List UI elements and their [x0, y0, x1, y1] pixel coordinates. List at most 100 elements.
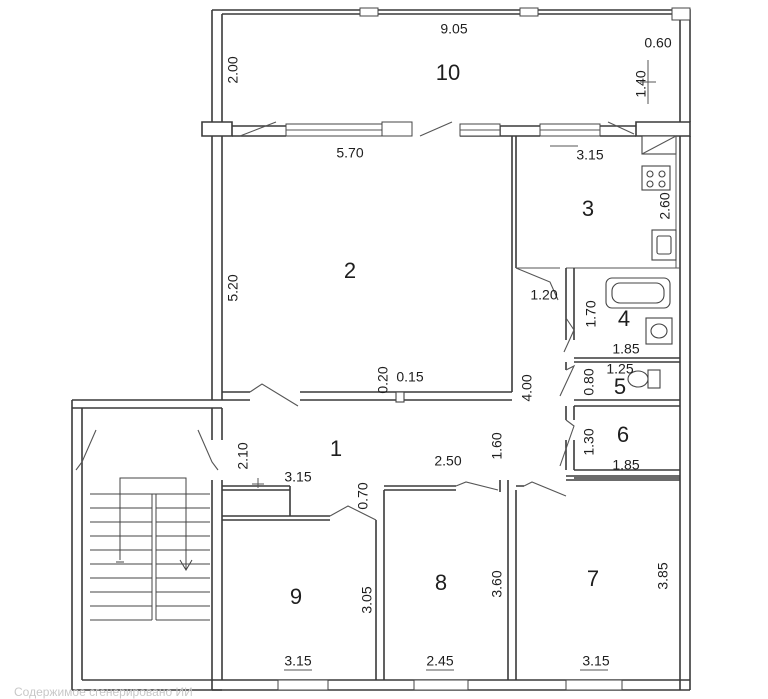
dim-room4-depth: 1.70 [583, 300, 599, 327]
wall-right-exterior [679, 136, 691, 690]
dim-room4-width: 1.85 [612, 341, 639, 357]
dim-notch-marker [640, 60, 656, 104]
room-9-number: 9 [290, 584, 302, 609]
wall-column-left [201, 121, 233, 137]
room-7-number: 7 [587, 566, 599, 591]
stair-frame [90, 493, 210, 681]
dim-closet-marker [252, 478, 264, 488]
dim-room9-depth: 3.05 [359, 586, 375, 613]
wall-room7-top [516, 475, 680, 487]
door-entry-right [197, 429, 219, 471]
stove-icon [641, 165, 671, 191]
stove-burner-4 [658, 180, 666, 188]
stair-arrow-path [119, 477, 187, 570]
stair-treads-right [156, 507, 210, 621]
kitchen-counter-diag [641, 135, 677, 155]
fixtures [605, 135, 677, 389]
windows [277, 121, 623, 691]
dim-closet-depth: 2.10 [235, 442, 251, 469]
dimension-markers [252, 60, 656, 671]
wall-room9-top [222, 486, 330, 521]
kitchen-sink-bowl [656, 235, 672, 255]
room-5-number: 5 [614, 374, 626, 399]
room2-niche [395, 391, 405, 403]
door-room5 [559, 364, 576, 397]
dim-balcony-width: 9.05 [440, 21, 467, 37]
dim-room9-width: 3.15 [284, 653, 311, 669]
dim-room2-depth: 5.20 [225, 274, 241, 301]
wall-room2-bottom [222, 391, 512, 401]
dim-balcony-notch-depth: 1.40 [633, 70, 649, 97]
wall-room6-bottom [574, 469, 680, 479]
window-room9 [277, 679, 329, 691]
dim-closet-width: 3.15 [284, 469, 311, 485]
wall-room6-side [565, 440, 575, 470]
dim-balcony-depth: 2.00 [225, 56, 241, 83]
toilet-icon [627, 370, 649, 388]
dim-room5-depth: 0.80 [581, 368, 597, 395]
wall-stair-top [72, 399, 222, 409]
door-room4 [563, 317, 575, 353]
balcony-walls [211, 9, 691, 122]
wall-left-room2 [211, 136, 223, 400]
room-labels: 10 2 3 4 5 6 1 9 8 7 [290, 60, 630, 609]
wall-top-a [232, 125, 286, 137]
stove-burner-3 [646, 180, 654, 188]
dim-room1-width: 2.50 [434, 453, 461, 469]
room-3-number: 3 [582, 196, 594, 221]
door-room6 [559, 419, 575, 467]
dim-room7-depth: 3.85 [655, 562, 671, 589]
dim-room6-depth: 1.30 [581, 428, 597, 455]
balcony-post-2 [519, 7, 539, 17]
stair-treads-left [90, 507, 152, 621]
watermark: Содержимое сгенерировано ИИ [14, 685, 193, 699]
stove-burner-1 [646, 170, 654, 178]
wall-stair-left [71, 400, 83, 690]
dim-room3-depth: 2.60 [657, 192, 673, 219]
dimension-labels: 9.05 2.00 0.60 1.40 5.70 5.20 0.20 0.15 … [225, 21, 673, 669]
wall-wc-bottom [574, 399, 680, 407]
door-room3 [515, 267, 559, 301]
dim-corridor-step: 0.70 [355, 482, 371, 509]
dim-room1-length: 4.00 [519, 374, 535, 401]
bathtub-inner [611, 282, 665, 304]
door-balcony-right [607, 121, 635, 135]
dim-room2-niche-depth: 0.20 [375, 366, 391, 393]
room-1-number: 1 [330, 436, 342, 461]
doors [75, 121, 635, 521]
door-balcony-mid [419, 121, 453, 137]
dim-room6-width: 1.85 [612, 457, 639, 473]
balcony-post-3 [671, 7, 691, 21]
staircase [90, 477, 210, 681]
door-room8 [455, 481, 499, 491]
wall-room8-top [384, 485, 456, 491]
room-4-number: 4 [618, 306, 630, 331]
dim-room2-niche-width: 0.15 [396, 369, 423, 385]
balcony-post-1 [359, 7, 379, 17]
door-entry-left [75, 429, 97, 471]
wall-bath-block [565, 268, 680, 363]
dim-room5-width: 1.25 [606, 361, 633, 377]
door-room9 [329, 505, 377, 521]
bath-sink-bowl [650, 323, 668, 339]
door-room7 [523, 481, 567, 497]
wall-left-room9 [211, 480, 223, 690]
stair-divider [151, 494, 157, 620]
stair-arrow-head [179, 559, 193, 571]
window-room7 [565, 679, 623, 691]
wall-entry-jamb [211, 408, 223, 440]
dim-room3-door: 1.20 [530, 287, 557, 303]
door-balcony-left [239, 121, 277, 137]
wall-room8-room7 [499, 480, 517, 680]
wall-room9-room8 [375, 490, 385, 680]
window-room8 [413, 679, 469, 691]
dim-balcony-notch-width: 0.60 [644, 35, 671, 51]
toilet-tank [647, 369, 661, 389]
window-room2-pier [381, 121, 413, 137]
room-10-number: 10 [436, 60, 460, 85]
stove-burner-2 [658, 170, 666, 178]
wall-column-right [635, 121, 691, 137]
wall-wc-side [565, 362, 575, 420]
dim-room2-width: 5.70 [336, 145, 363, 161]
